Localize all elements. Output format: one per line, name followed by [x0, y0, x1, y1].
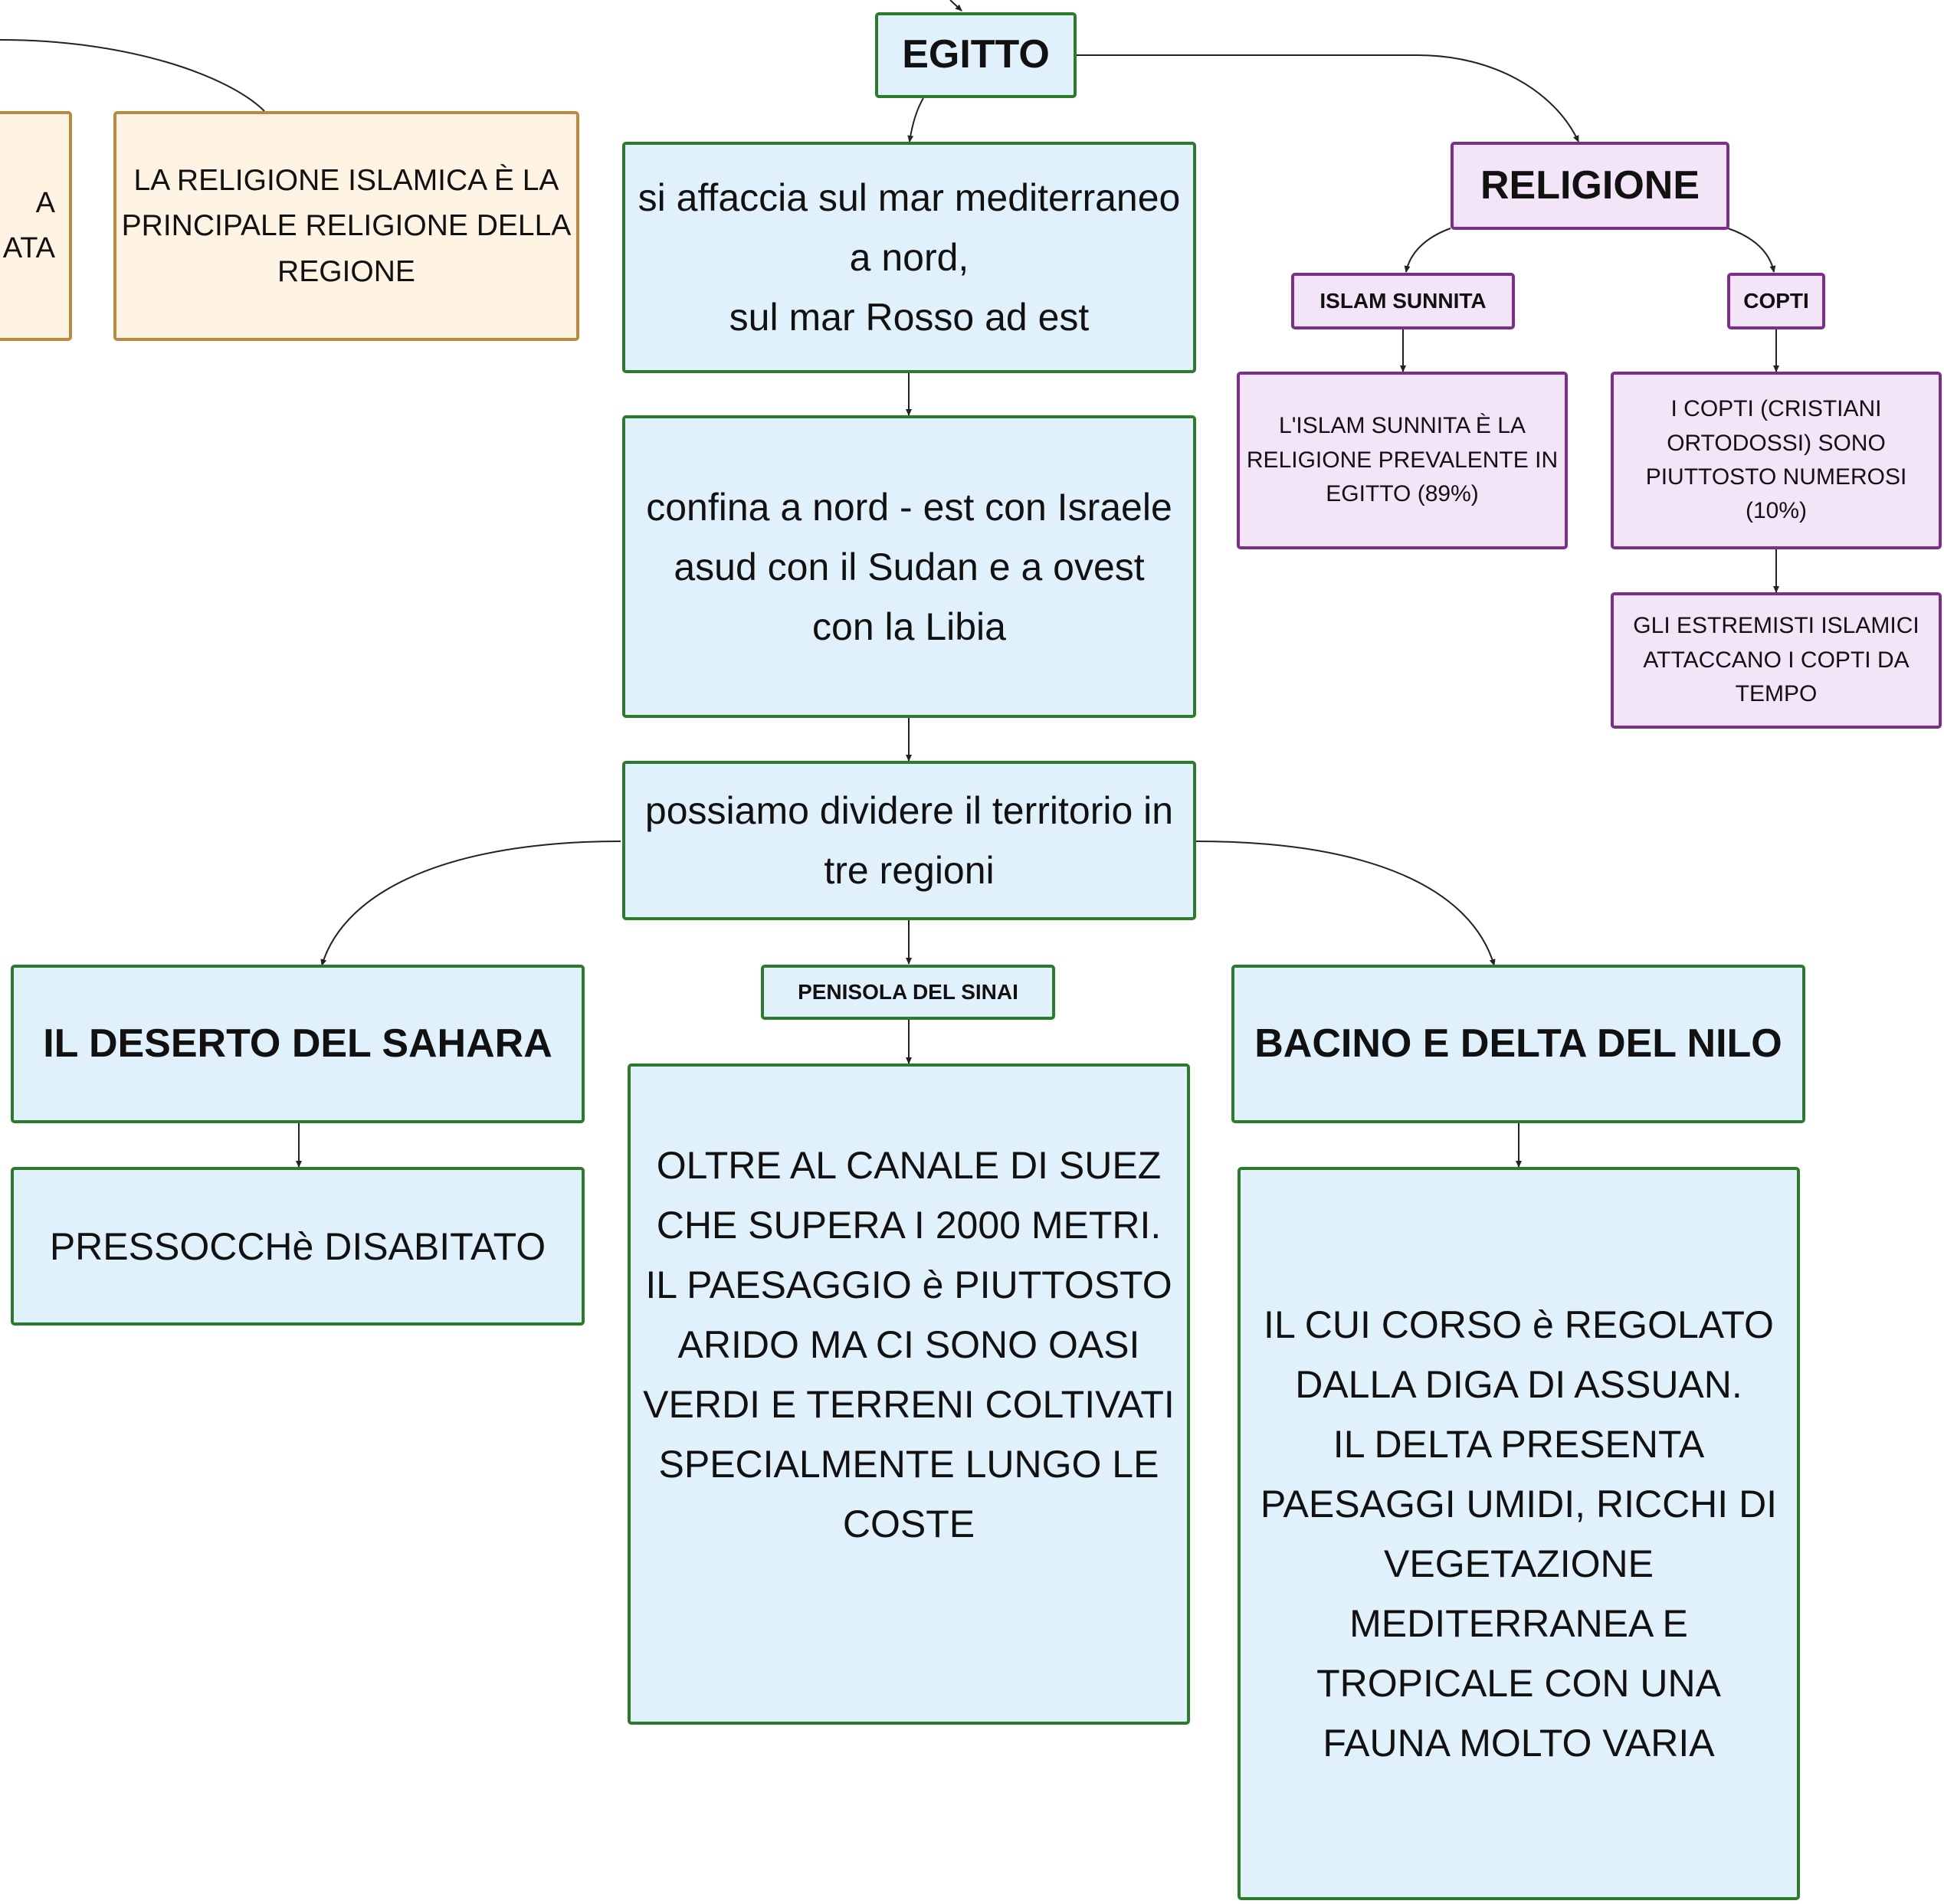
edge-dividere-to-nilo — [1195, 841, 1496, 966]
node-sinai-desc: OLTRE AL CANALE DI SUEZ CHE SUPERA I 200… — [628, 1063, 1190, 1725]
edge-root-to-affaccia — [907, 97, 924, 143]
node-estremisti: GLI ESTREMISTI ISLAMICI ATTACCANO I COPT… — [1611, 592, 1942, 729]
edge-religione-to-copti — [1727, 228, 1776, 273]
node-religione-islamica: LA RELIGIONE ISLAMICA È LA PRINCIPALE RE… — [113, 111, 579, 341]
node-religione: RELIGIONE — [1451, 142, 1729, 230]
node-nilo-desc: IL CUI CORSO è REGOLATO DALLA DIGA DI AS… — [1238, 1167, 1800, 1900]
node-confina: confina a nord - est con Israele asud co… — [622, 415, 1196, 718]
node-nilo: BACINO E DELTA DEL NILO — [1231, 965, 1805, 1123]
node-left-partial: A ATA — [0, 111, 72, 341]
edge-incoming-top — [949, 0, 962, 11]
edge-left-curve — [0, 39, 265, 112]
node-dividere: possiamo dividere il territorio in tre r… — [622, 761, 1196, 920]
node-islam-desc: L'ISLAM SUNNITA È LA RELIGIONE PREVALENT… — [1237, 372, 1568, 549]
left-partial-line2: ATA — [2, 232, 55, 264]
edge-root-to-religione — [1077, 54, 1579, 143]
node-affaccia: si affaccia sul mar mediterraneo a nord,… — [622, 142, 1196, 373]
node-islam-sunnita: ISLAM SUNNITA — [1291, 273, 1515, 329]
node-copti-desc: I COPTI (CRISTIANI ORTODOSSI) SONO PIUTT… — [1611, 372, 1942, 549]
node-sahara: IL DESERTO DEL SAHARA — [11, 965, 585, 1123]
node-copti: COPTI — [1727, 273, 1825, 329]
node-disabitato: PRESSOCCHè DISABITATO — [11, 1167, 585, 1326]
node-sinai: PENISOLA DEL SINAI — [761, 965, 1055, 1020]
edge-religione-to-islam — [1404, 228, 1451, 273]
left-partial-line1: A — [35, 187, 55, 220]
node-egitto: EGITTO — [875, 12, 1077, 98]
edge-dividere-to-sahara — [320, 841, 621, 966]
